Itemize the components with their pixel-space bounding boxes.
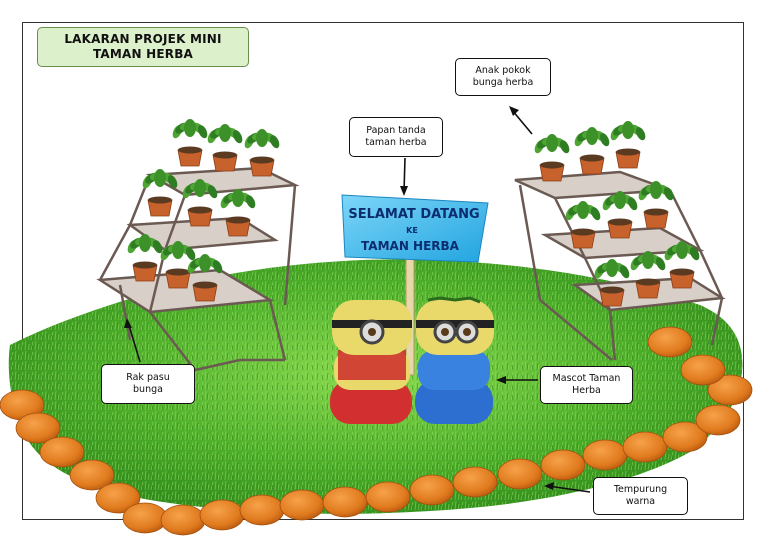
coconut-shell: [647, 326, 693, 358]
coconut-shell: [39, 436, 85, 468]
herb-pot: [187, 254, 223, 302]
label-rack: Rak pasu bunga: [101, 364, 195, 404]
herb-pot: [172, 119, 208, 167]
herb-pot: [160, 241, 196, 289]
sign-text-line3: TAMAN HERBA: [361, 239, 460, 253]
herb-pot: [534, 134, 570, 182]
coconut-shell: [622, 431, 668, 463]
title-line1: LAKARAN PROJEK MINI: [64, 32, 222, 46]
coconut-shell: [199, 499, 245, 531]
coconut-shell: [409, 474, 455, 506]
sign-text-line1: SELAMAT DATANG: [348, 207, 479, 222]
label-mascot-text: Mascot Taman Herba: [552, 373, 621, 396]
callout-arrows: [124, 106, 591, 493]
coconut-shell-border: [0, 326, 753, 536]
herb-pot: [207, 124, 243, 172]
coconut-shell: [160, 504, 206, 536]
coconut-shell: [680, 354, 726, 386]
coconut-shell: [540, 449, 586, 481]
label-shell: Tempurung warna: [593, 477, 688, 515]
herb-pot: [630, 251, 666, 299]
coconut-shell: [69, 459, 115, 491]
label-mascot: Mascot Taman Herba: [540, 366, 633, 404]
coconut-shell: [365, 481, 411, 513]
herb-pot: [220, 189, 256, 237]
coconut-shell: [239, 494, 285, 526]
diagram-title: LAKARAN PROJEK MINI TAMAN HERBA: [37, 27, 249, 67]
coconut-shell: [279, 489, 325, 521]
herb-pot: [244, 129, 280, 177]
label-seedlings: Anak pokok bunga herba: [455, 58, 551, 96]
herb-pot: [594, 259, 630, 307]
label-shell-text: Tempurung warna: [613, 484, 668, 507]
label-seedlings-text: Anak pokok bunga herba: [472, 65, 534, 88]
label-signboard: Papan tanda taman herba: [349, 117, 443, 157]
title-line2: TAMAN HERBA: [92, 47, 194, 61]
coconut-shell: [122, 502, 168, 534]
label-signboard-text: Papan tanda taman herba: [365, 125, 427, 148]
herb-pot: [127, 234, 163, 282]
coconut-shell: [695, 404, 741, 436]
herb-pot: [664, 241, 700, 289]
diagram-frame: [22, 22, 744, 520]
herb-pot: [142, 169, 178, 217]
herb-pot: [602, 191, 638, 239]
coconut-shell: [452, 466, 498, 498]
herb-pot: [610, 121, 646, 169]
coconut-shell: [582, 439, 628, 471]
herb-pot: [574, 127, 610, 175]
coconut-shell: [662, 421, 708, 453]
coconut-shell: [707, 374, 753, 406]
coconut-shell: [95, 482, 141, 514]
label-rack-text: Rak pasu bunga: [126, 372, 170, 395]
herb-pot: [638, 181, 674, 229]
coconut-shell: [322, 486, 368, 518]
herb-plants: [127, 119, 700, 307]
tire-mascots: [330, 296, 494, 424]
sign-text-line2: KE: [406, 226, 418, 235]
herb-pot: [182, 179, 218, 227]
coconut-shell: [497, 458, 543, 490]
coconut-shell: [15, 412, 61, 444]
herb-pot: [565, 201, 601, 249]
